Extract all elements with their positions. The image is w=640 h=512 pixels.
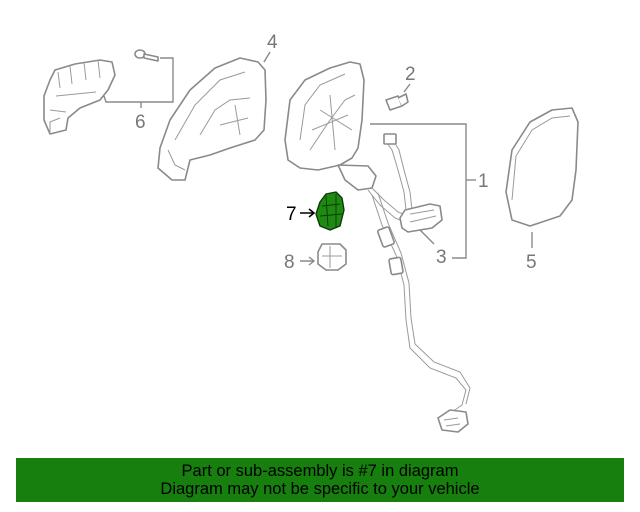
callout-7-arrow bbox=[300, 208, 316, 218]
callout-3-leader bbox=[419, 229, 435, 245]
part-8-clip bbox=[317, 243, 347, 271]
callout-6: 6 bbox=[135, 112, 146, 133]
callout-8: 8 bbox=[284, 252, 295, 273]
part-2-screw bbox=[385, 93, 409, 111]
banner-line-1: Part or sub-assembly is #7 in diagram bbox=[181, 462, 459, 480]
callout-7: 7 bbox=[286, 204, 297, 225]
part-7-highlighted bbox=[315, 191, 345, 231]
part-6-screw bbox=[134, 49, 159, 62]
banner-line-2: Diagram may not be specific to your vehi… bbox=[160, 480, 480, 498]
parts-diagram: 6 4 1 2 bbox=[43, 32, 579, 433]
part-6-mirror-cap bbox=[43, 59, 116, 135]
callout-1: 1 bbox=[478, 171, 489, 192]
callout-5: 5 bbox=[526, 252, 537, 273]
callout-6-leader bbox=[103, 57, 174, 108]
callout-3: 3 bbox=[436, 247, 447, 268]
harness-plug bbox=[437, 409, 469, 433]
callout-8-arrow bbox=[300, 256, 316, 266]
part-1-mirror-assembly bbox=[284, 61, 471, 413]
callout-2-leader bbox=[403, 83, 411, 93]
callout-4-leader bbox=[263, 51, 271, 63]
callout-2: 2 bbox=[405, 64, 416, 85]
info-banner: Part or sub-assembly is #7 in diagram Di… bbox=[16, 458, 624, 502]
part-4-mirror-housing bbox=[157, 57, 267, 181]
part-3-connector bbox=[399, 203, 443, 233]
callout-4: 4 bbox=[267, 32, 278, 53]
part-5-mirror-glass bbox=[505, 107, 579, 227]
callout-1-leader bbox=[370, 123, 476, 259]
